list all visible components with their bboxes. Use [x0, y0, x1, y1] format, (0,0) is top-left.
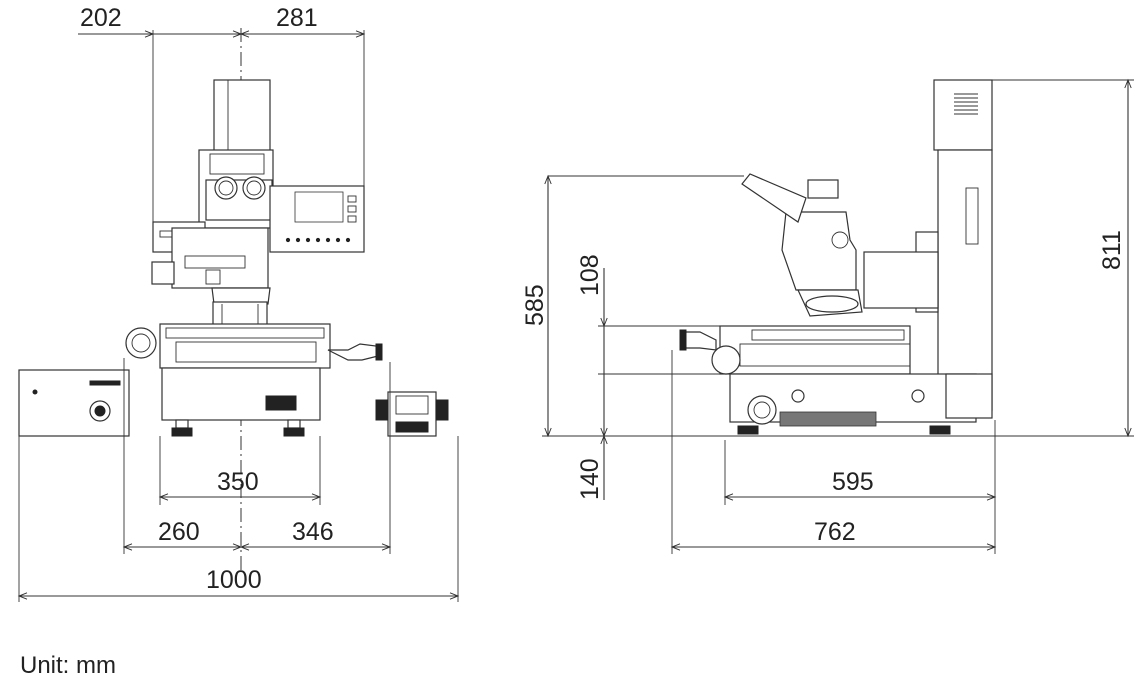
front-view: 202 281 350 260 346 1000 — [17, 4, 460, 602]
dim-label-811: 811 — [1098, 230, 1126, 270]
base-label-plate — [265, 395, 297, 411]
side-focus-knob — [747, 395, 777, 425]
front-column-top — [213, 79, 271, 153]
control-buttons — [285, 237, 351, 243]
dim-label-260: 260 — [158, 518, 200, 546]
stage-right-handle — [327, 343, 379, 361]
dim-label-350: 350 — [217, 468, 259, 496]
right-eyepiece — [242, 176, 266, 200]
stage-left-knob — [125, 327, 157, 359]
front-objectives — [212, 301, 268, 327]
dim-label-585: 585 — [521, 284, 549, 326]
dim-label-202: 202 — [80, 4, 122, 32]
front-nosepiece — [211, 287, 271, 305]
dim-label-108: 108 — [576, 254, 604, 296]
side-view: 585 108 140 811 595 762 — [521, 78, 1134, 554]
side-arm — [863, 251, 939, 309]
dim-label-281: 281 — [276, 4, 318, 32]
side-eyepiece-tube — [741, 173, 807, 223]
vent-grille — [954, 93, 978, 115]
dim-label-346: 346 — [292, 518, 334, 546]
side-column-top — [933, 79, 993, 151]
side-column — [937, 149, 993, 411]
front-base — [161, 367, 321, 421]
side-microscope-head — [781, 211, 857, 291]
side-stage-handle — [683, 331, 717, 351]
light-controller-box — [18, 369, 130, 437]
front-stage — [159, 323, 331, 369]
dim-label-595: 595 — [832, 468, 874, 496]
side-stage — [719, 325, 911, 375]
dim-label-1000: 1000 — [206, 566, 262, 594]
dim-label-762: 762 — [814, 518, 856, 546]
dim-label-140: 140 — [576, 458, 604, 500]
left-eyepiece — [214, 176, 238, 200]
unit-label: Unit: mm — [20, 652, 116, 679]
control-display — [294, 191, 344, 223]
